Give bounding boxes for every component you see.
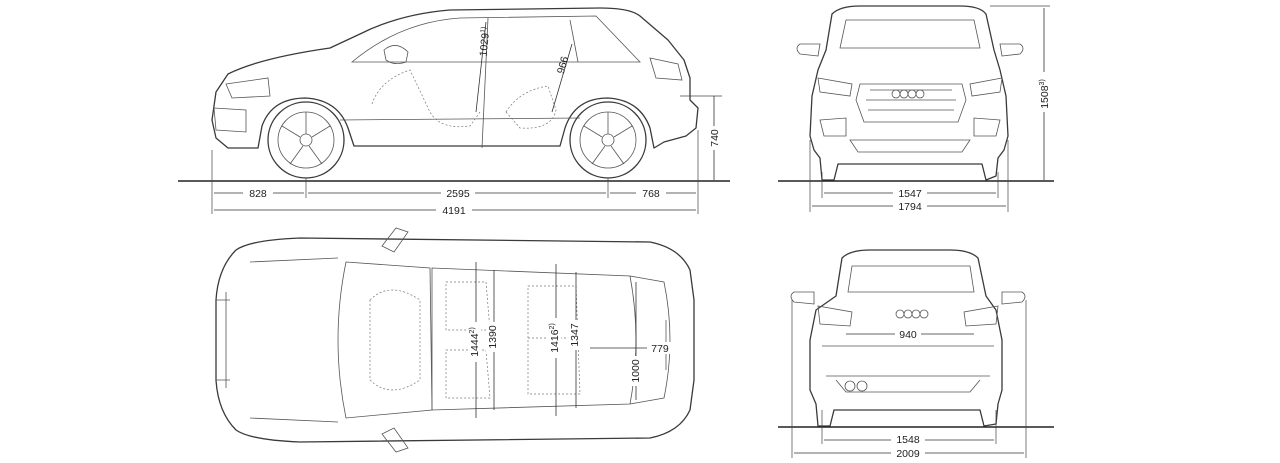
top-roof <box>431 267 637 411</box>
top-view: 14442) 1390 14162) 1347 779 1000 <box>215 227 695 453</box>
label-rear-track: 1548 <box>891 433 925 446</box>
svg-text:14162): 14162) <box>549 323 561 353</box>
front-headlight-right <box>969 77 1003 97</box>
label-overall-length: 4191 <box>436 204 472 217</box>
rear-taillight-right <box>963 305 999 327</box>
svg-text:15083): 15083) <box>1039 79 1051 109</box>
svg-text:740: 740 <box>709 129 721 147</box>
side-window-line <box>350 15 641 63</box>
rear-mirror-left <box>790 291 815 305</box>
rear-taillight-left <box>817 305 853 327</box>
side-body-outline <box>211 7 699 149</box>
rear-body-outline <box>809 249 1003 427</box>
svg-text:768: 768 <box>642 188 660 200</box>
svg-text:828: 828 <box>249 188 267 200</box>
label-seat-height: 740 <box>707 126 721 150</box>
label-front-overhang: 828 <box>243 187 273 200</box>
label-front-elbow-width: 1390 <box>486 322 499 352</box>
rear-mirror-right <box>1001 291 1026 305</box>
top-mirror-left <box>381 227 409 253</box>
top-mirror-right <box>381 427 409 453</box>
front-headlight-left <box>817 77 853 97</box>
front-body-outline <box>809 5 1009 181</box>
svg-text:2595: 2595 <box>446 188 470 200</box>
svg-text:1547: 1547 <box>898 188 922 200</box>
svg-text:940: 940 <box>899 329 917 341</box>
top-windshield <box>337 261 433 419</box>
front-grille <box>855 83 967 123</box>
label-rear-elbow-width: 1347 <box>568 320 581 350</box>
svg-text:1548: 1548 <box>896 434 920 446</box>
svg-text:966: 966 <box>555 55 571 75</box>
label-tailgate-width: 940 <box>895 328 921 341</box>
label-front-headroom: 10291) <box>478 26 493 57</box>
svg-text:779: 779 <box>651 343 669 355</box>
label-body-width: 1794 <box>893 200 927 213</box>
label-width-with-mirrors: 2009 <box>891 447 925 460</box>
front-mirror-left <box>796 43 821 57</box>
svg-text:10291): 10291) <box>478 26 493 57</box>
label-trunk-width: 1000 <box>629 356 642 386</box>
label-loading-length: 779 <box>647 342 673 355</box>
svg-text:4191: 4191 <box>442 205 466 217</box>
front-view: 1547 1794 15083) <box>778 5 1054 213</box>
label-front-shoulder-width: 14442) <box>468 322 481 362</box>
label-wheelbase: 2595 <box>441 187 475 200</box>
side-front-wheel <box>267 101 345 179</box>
svg-text:1390: 1390 <box>487 325 499 349</box>
svg-text:14442): 14442) <box>469 327 481 357</box>
side-view: 828 2595 768 4191 740 10291) 966 <box>178 7 730 217</box>
side-rear-wheel <box>569 101 647 179</box>
label-front-track: 1547 <box>893 187 927 200</box>
svg-text:1347: 1347 <box>569 323 581 347</box>
svg-text:1794: 1794 <box>898 201 922 213</box>
front-mirror-right <box>999 43 1024 57</box>
label-rear-headroom: 966 <box>555 55 571 75</box>
label-overall-height: 15083) <box>1037 72 1051 112</box>
rear-view: 940 1548 2009 <box>778 249 1054 460</box>
svg-text:2009: 2009 <box>896 448 920 460</box>
svg-text:1000: 1000 <box>630 359 642 383</box>
label-rear-shoulder-width: 14162) <box>548 318 561 358</box>
label-rear-overhang: 768 <box>636 187 666 200</box>
